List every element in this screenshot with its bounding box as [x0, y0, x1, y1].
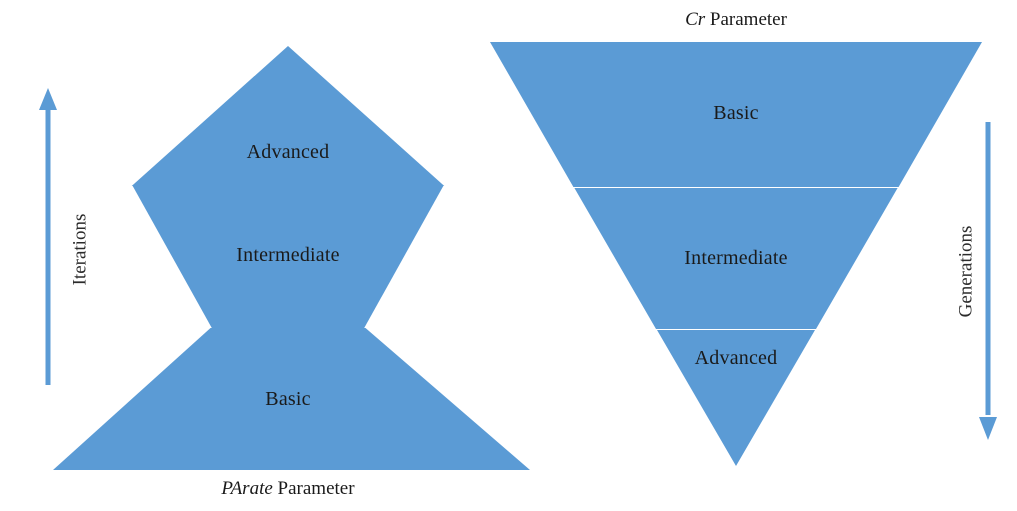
right-pyramid-group [490, 42, 982, 466]
right-pyramid-caption: Cr Parameter [640, 10, 832, 29]
right-tier-label-basic: Basic [713, 102, 759, 124]
left-pyramid-tier-intermediate[interactable] [132, 186, 444, 328]
right-pyramid-tier-advanced[interactable] [657, 330, 815, 466]
left-axis-label-iterations: Iterations [69, 213, 91, 286]
right-tier-label-advanced: Advanced [694, 347, 778, 369]
left-tier-label-intermediate: Intermediate [236, 244, 340, 266]
left-pyramid-tier-basic[interactable] [53, 328, 530, 470]
arrow-up-icon [39, 88, 57, 385]
left-pyramid-caption: PArate Parameter [192, 479, 384, 498]
right-pyramid-tier-basic[interactable] [490, 42, 982, 187]
left-tier-label-basic: Basic [265, 388, 311, 410]
right-pyramid-tier-intermediate[interactable] [574, 188, 898, 329]
right-caption-parameter-name: Cr [685, 9, 706, 30]
left-tier-label-advanced: Advanced [246, 141, 330, 163]
left-pyramid-tier-advanced[interactable] [131, 46, 445, 186]
left-pyramid-group [53, 46, 530, 470]
right-tier-label-intermediate: Intermediate [684, 247, 788, 269]
right-caption-parameter-word: Parameter [705, 9, 787, 30]
left-caption-parameter-word: Parameter [272, 478, 355, 499]
left-caption-parameter-name: PArate [221, 478, 273, 499]
right-axis-label-generations: Generations [955, 225, 977, 318]
arrow-down-icon [979, 122, 997, 440]
